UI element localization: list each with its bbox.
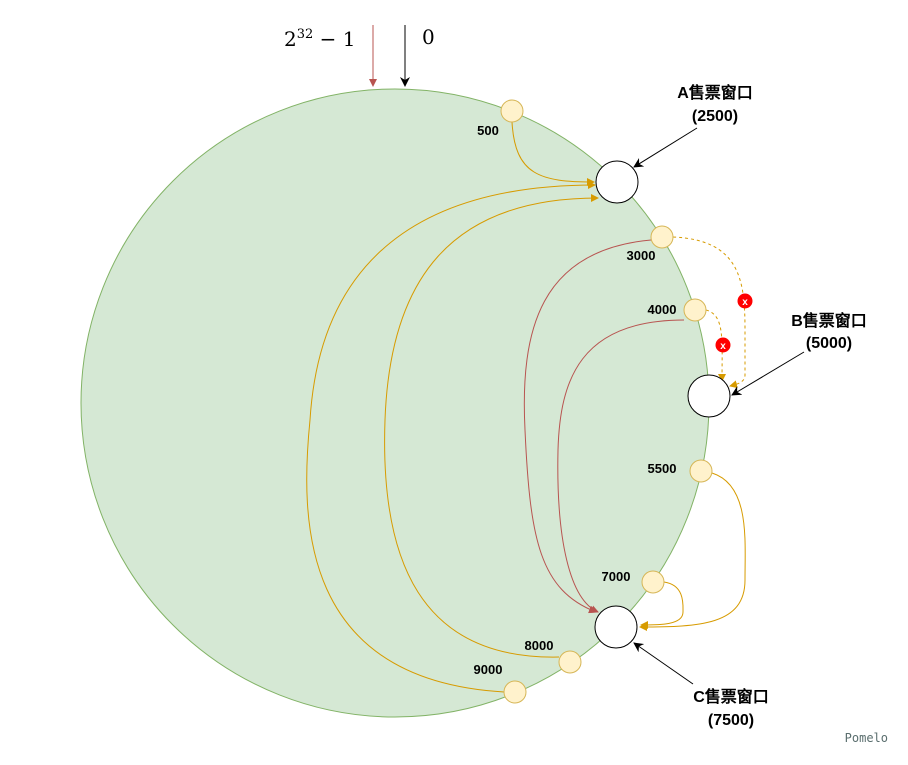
server-c: [594, 605, 638, 649]
svg-text:8000: 8000: [525, 638, 554, 653]
svg-text:4000: 4000: [648, 302, 677, 317]
route-5500-to-c: [639, 472, 746, 631]
svg-text:9000: 9000: [474, 662, 503, 677]
route-4000-to-c: [557, 319, 685, 613]
route-3000-to-c: [523, 239, 652, 614]
key-8000: 8000: [525, 638, 582, 674]
server-b-value: (5000): [806, 335, 852, 352]
server-b-name: B售票窗口: [791, 311, 867, 330]
server-c-name: C售票窗口: [693, 687, 769, 706]
server-c-value: (7500): [708, 712, 754, 729]
fail-icon: x: [737, 293, 753, 309]
key-5500: 5500: [648, 459, 713, 483]
server-b: [687, 374, 731, 418]
route-500-to-a: [511, 121, 595, 186]
key-9000: 9000: [474, 662, 527, 704]
server-a-value: (2500): [692, 108, 738, 125]
svg-text:x: x: [742, 297, 748, 308]
key-4000: 4000: [648, 298, 707, 322]
route-9000-to-a: [306, 181, 596, 693]
server-a-pointer: [633, 127, 698, 168]
server-b-pointer: [731, 351, 805, 396]
svg-text:500: 500: [477, 123, 499, 138]
svg-text:5500: 5500: [648, 461, 677, 476]
server-a-name: A售票窗口: [677, 83, 753, 102]
watermark: Pomelo: [845, 731, 888, 745]
failed-route-3000-to-b: [672, 236, 746, 389]
route-7000-to-c: [640, 581, 684, 629]
key-7000: 7000: [602, 569, 665, 594]
zero-label: 0: [422, 25, 435, 49]
svg-text:x: x: [720, 341, 726, 352]
server-c-pointer: [633, 642, 694, 685]
svg-text:7000: 7000: [602, 569, 631, 584]
fail-icon: x: [715, 337, 731, 353]
key-3000: 3000: [627, 225, 674, 263]
server-a: [595, 160, 639, 204]
route-8000-to-a: [384, 194, 599, 658]
max-hash-label: 232 − 1: [284, 27, 355, 51]
svg-text:3000: 3000: [627, 248, 656, 263]
key-500: 500: [477, 99, 524, 138]
